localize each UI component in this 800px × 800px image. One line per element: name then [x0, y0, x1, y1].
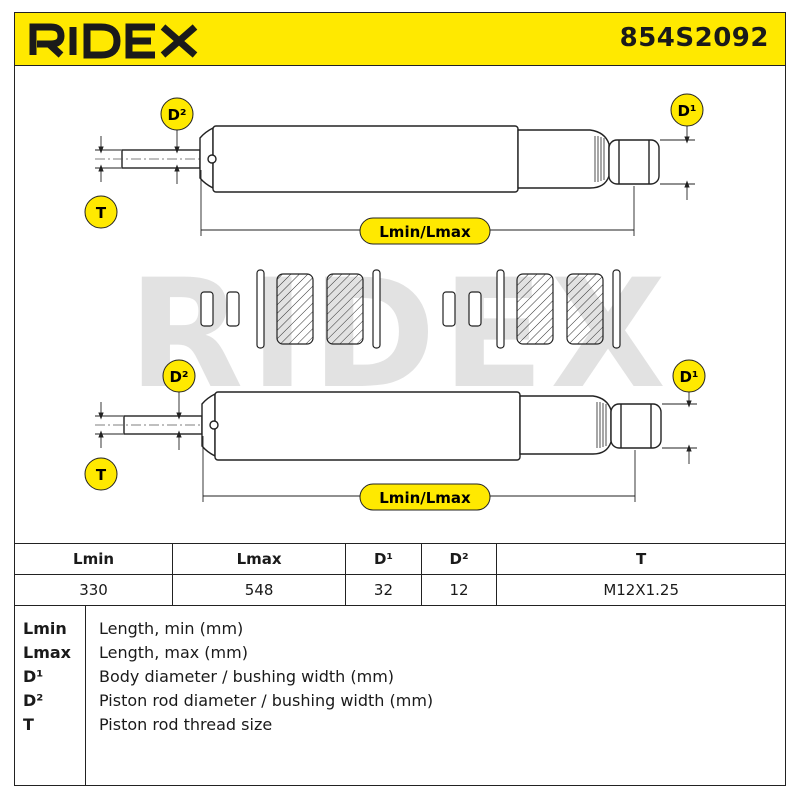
spec-table-header-row: Lmin Lmax D¹ D² T	[13, 543, 786, 575]
shock-bottom	[95, 391, 662, 461]
spec-header-lmin: Lmin	[13, 543, 174, 575]
svg-text:Lmin/Lmax: Lmin/Lmax	[379, 489, 471, 507]
legend-key: Lmin	[23, 619, 67, 638]
legend-key: T	[23, 715, 34, 734]
label-length-top: Lmin/Lmax	[359, 217, 491, 245]
legend-desc: Length, min (mm)	[99, 619, 244, 638]
label-d1-bottom: D¹	[672, 359, 706, 393]
legend: Lmin Length, min (mm) Lmax Length, max (…	[14, 605, 786, 786]
label-d2-top: D²	[160, 97, 194, 131]
label-d1-top: D¹	[670, 93, 704, 127]
label-t-bottom: T	[84, 457, 118, 491]
label-t-top: T	[84, 195, 118, 229]
label-length-bottom: Lmin/Lmax	[359, 483, 491, 511]
legend-key: D²	[23, 691, 44, 710]
spec-value-t: M12X1.25	[496, 574, 786, 606]
legend-key: D¹	[23, 667, 44, 686]
spec-value-lmin: 330	[13, 574, 174, 606]
legend-key: Lmax	[23, 643, 71, 662]
label-d2-bottom: D²	[162, 359, 196, 393]
spec-table-value-row: 330 548 32 12 M12X1.25	[13, 574, 786, 606]
mounting-hardware-right	[442, 269, 621, 349]
spec-value-d2: 12	[420, 574, 498, 606]
spec-header-lmax: Lmax	[172, 543, 347, 575]
legend-desc: Piston rod diameter / bushing width (mm)	[99, 691, 434, 710]
legend-desc: Piston rod thread size	[99, 715, 273, 734]
spec-header-d1: D¹	[345, 543, 422, 575]
mounting-hardware-left	[200, 269, 381, 349]
legend-divider	[85, 605, 86, 785]
header-bar: 854S2092	[14, 12, 786, 66]
spec-header-d2: D²	[420, 543, 498, 575]
svg-text:D¹: D¹	[679, 368, 698, 386]
svg-text:Lmin/Lmax: Lmin/Lmax	[379, 223, 471, 241]
svg-text:T: T	[96, 204, 107, 222]
spec-value-d1: 32	[345, 574, 422, 606]
spec-value-lmax: 548	[172, 574, 347, 606]
part-number: 854S2092	[619, 23, 769, 53]
spec-header-t: T	[496, 543, 786, 575]
svg-text:D¹: D¹	[677, 102, 696, 120]
svg-text:D²: D²	[169, 368, 188, 386]
svg-text:D²: D²	[167, 106, 186, 124]
spec-table: Lmin Lmax D¹ D² T 330 548 32 12 M12X1.25	[13, 543, 786, 606]
shock-absorber-diagram: RIDEX	[84, 93, 706, 511]
svg-text:T: T	[96, 466, 107, 484]
shock-top	[95, 125, 660, 193]
legend-desc: Length, max (mm)	[99, 643, 248, 662]
legend-desc: Body diameter / bushing width (mm)	[99, 667, 395, 686]
ridex-logo	[29, 23, 198, 59]
technical-drawing: RIDEX	[14, 66, 786, 544]
